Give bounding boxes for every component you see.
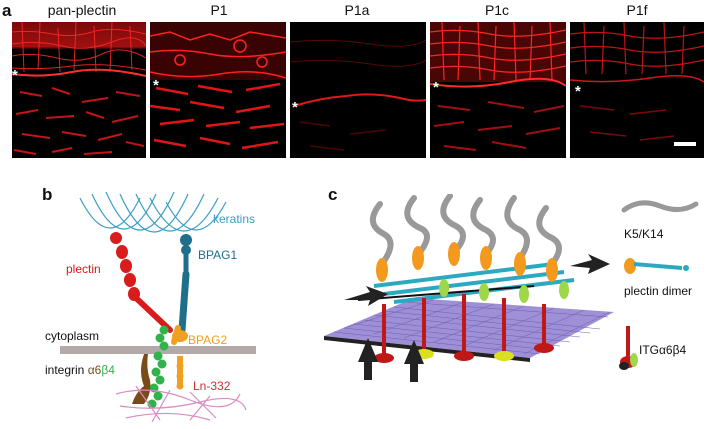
label-integrin: integrin α6β4	[45, 364, 115, 376]
column-title-p1f: P1f	[626, 2, 648, 18]
panel-b-letter: b	[42, 185, 53, 204]
panel-a-letter: a	[2, 1, 12, 20]
dermo-epidermal-marker: *	[433, 79, 439, 96]
bpag1-molecule	[178, 234, 192, 334]
panel-c-letter: c	[328, 185, 338, 204]
schematic-3d-model	[324, 193, 614, 384]
column-title-pan-plectin: pan-plectin	[47, 2, 117, 18]
micrograph-p1: *	[150, 22, 286, 158]
label-cytoplasm: cytoplasm	[45, 329, 100, 343]
micrograph-p1c: *	[430, 22, 566, 158]
label-itg: ITGα6β4	[639, 343, 687, 357]
label-ln332: Ln-332	[193, 379, 231, 393]
schematic-hemidesmosome	[40, 180, 280, 424]
keratin-filaments	[79, 191, 227, 233]
plasma-membrane	[60, 346, 256, 354]
integrin-legend-icon	[619, 326, 638, 370]
laminin-332	[115, 385, 247, 423]
micrograph-p1a: *	[290, 22, 426, 158]
column-title-p1c: P1c	[484, 2, 510, 18]
label-bpag1: BPAG1	[198, 248, 238, 262]
label-bpag2: BPAG2	[188, 333, 228, 347]
plectin-molecule	[110, 232, 173, 333]
integrins	[374, 279, 569, 363]
label-plectin: plectin	[66, 262, 101, 276]
label-plectin-dimer: plectin dimer	[624, 284, 693, 298]
micrograph-pan-plectin: *	[12, 22, 146, 158]
integrin-prefix: integrin	[45, 363, 85, 377]
k5k14-legend-icon	[621, 200, 699, 213]
column-title-p1a: P1a	[344, 2, 370, 18]
dermo-epidermal-marker: *	[292, 99, 298, 116]
integrin-beta: β4	[101, 363, 115, 377]
dermo-epidermal-marker: *	[153, 77, 159, 94]
plectin-dimer-legend-icon	[624, 258, 689, 274]
column-title-p1: P1	[210, 2, 228, 18]
integrin-alpha: α6	[87, 363, 102, 377]
label-k5k14: K5/K14	[624, 227, 664, 241]
force-arrows	[344, 254, 610, 382]
micrograph-p1f: *	[570, 22, 704, 158]
bpag2-molecule	[171, 325, 188, 390]
label-keratins: keratins	[213, 212, 256, 226]
keratin-filaments	[370, 193, 562, 267]
integrin-beta4	[147, 325, 169, 409]
scale-bar	[674, 142, 696, 146]
dermo-epidermal-marker: *	[12, 67, 18, 84]
dermo-epidermal-marker: *	[575, 83, 581, 100]
integrin-alpha6	[132, 354, 151, 404]
